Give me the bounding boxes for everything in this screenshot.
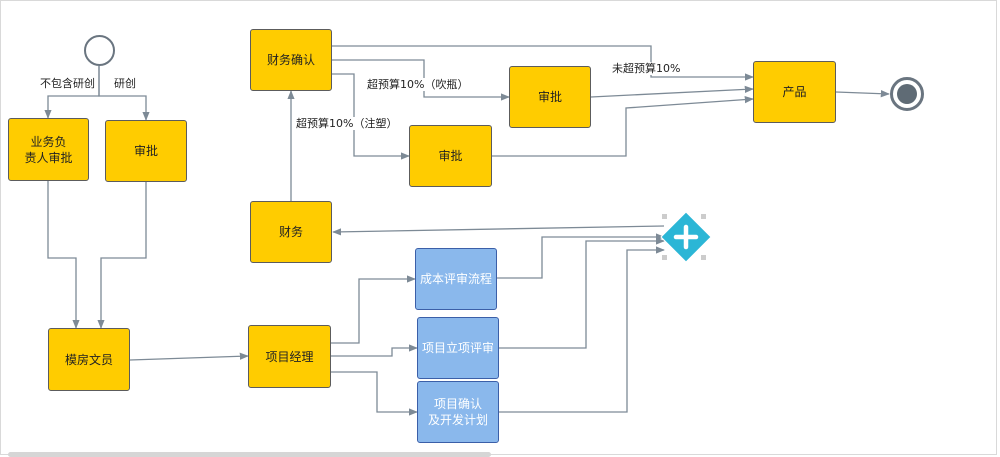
edge-cost-gw [497, 233, 665, 279]
label-over-inject: 超预算10%（注塑） [296, 117, 398, 130]
edge-bizhead-clerk [47, 181, 80, 329]
end-event-core [897, 84, 917, 104]
subprocess-cost-review[interactable]: 成本评审流程 [415, 248, 497, 310]
task-biz-head-approval[interactable]: 业务负 责人审批 [8, 118, 89, 181]
edge-pm-review [331, 344, 418, 357]
task-approval-inject[interactable]: 审批 [409, 125, 492, 187]
edge-start-rd [98, 66, 150, 121]
edge-clerk-pm [129, 352, 249, 361]
edge-pm-plan [331, 371, 418, 416]
edge-approvemid-product [492, 95, 754, 157]
task-approval-rd[interactable]: 审批 [105, 120, 187, 182]
edge-product-end [835, 90, 890, 98]
end-event-icon[interactable] [890, 77, 924, 111]
edge-gw-finance [332, 225, 665, 236]
edge-approve-clerk [97, 182, 147, 329]
edge-approvetop-product [590, 85, 754, 98]
gateway-selection-handles [662, 214, 706, 260]
parallel-gateway-icon[interactable] [660, 211, 712, 263]
task-product[interactable]: 产品 [753, 61, 836, 123]
edge-confirm-inject [332, 73, 410, 160]
horizontal-scrollbar[interactable] [8, 452, 491, 457]
task-mold-clerk[interactable]: 模房文员 [48, 328, 130, 391]
edge-review-gw [499, 237, 665, 349]
label-not-rd: 不包含研创 [40, 77, 95, 90]
subprocess-project-review[interactable]: 项目立项评审 [417, 317, 499, 379]
label-over-blow: 超预算10%（吹瓶） [367, 78, 469, 91]
label-rd: 研创 [114, 77, 136, 90]
edge-confirm-under [332, 45, 754, 81]
subprocess-project-plan[interactable]: 项目确认 及开发计划 [417, 381, 499, 443]
label-under: 未超预算10% [612, 62, 681, 75]
task-finance[interactable]: 财务 [250, 201, 332, 263]
task-project-manager[interactable]: 项目经理 [248, 325, 331, 388]
edge-pm-cost [331, 275, 416, 344]
start-event-icon[interactable] [84, 35, 115, 66]
edge-plan-gw [499, 246, 665, 413]
task-approval-blow[interactable]: 审批 [509, 66, 591, 128]
task-finance-confirm[interactable]: 财务确认 [250, 29, 332, 91]
edge-start-split [44, 66, 100, 119]
